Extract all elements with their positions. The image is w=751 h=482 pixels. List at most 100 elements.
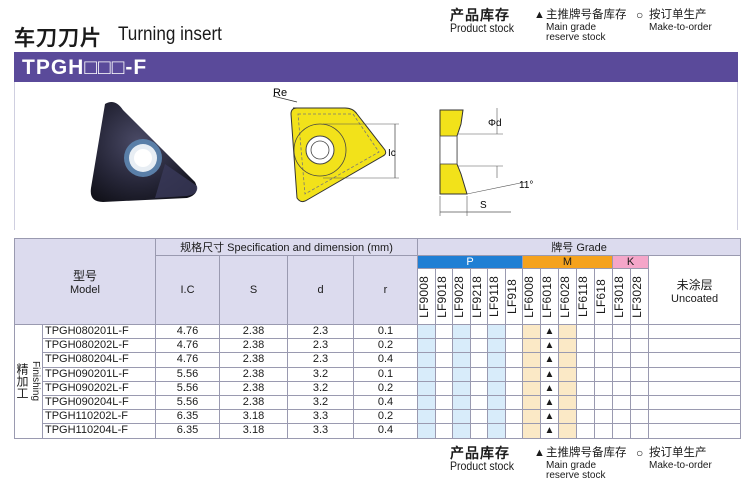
grade-cell: ▲ <box>540 323 559 340</box>
grade-cell <box>630 394 649 411</box>
grade-cell <box>558 352 577 368</box>
grade-header-cell: LF9218 <box>470 268 488 325</box>
grade-header-cell: LF9018 <box>435 268 453 325</box>
figures-area: Re Ic Φd 11° S <box>14 82 738 230</box>
grade-cell: ▲ <box>540 366 559 382</box>
grade-header-cell: LF9118 <box>487 268 506 325</box>
ic-value: 6.35 <box>155 423 220 439</box>
d-value: 3.2 <box>287 380 354 396</box>
grade-cell <box>504 423 523 439</box>
main-grade-cn: 主推牌号备库存 <box>546 9 627 21</box>
grade-cell <box>630 338 649 354</box>
spec-table: 型号 Model 规格尺寸 Specification and dimensio… <box>14 238 742 439</box>
grade-cell <box>417 423 436 439</box>
grade-header-cell: LF918 <box>505 268 523 325</box>
grade-cell <box>576 323 595 340</box>
grade-cell <box>434 380 453 396</box>
make-to-order-cn: 按订单生产 <box>649 9 707 21</box>
grade-cell <box>576 338 595 354</box>
grade-cell <box>469 409 488 425</box>
product-stock-en: Product stock <box>450 21 514 35</box>
grade-cell <box>434 394 453 411</box>
grade-cell <box>434 366 453 382</box>
uncoated-cell <box>647 423 742 439</box>
grade-cell <box>487 423 506 439</box>
grade-cell <box>576 409 595 425</box>
triangle-icon: ▲ <box>534 9 545 21</box>
d-value: 3.2 <box>287 394 354 411</box>
r-value: 0.2 <box>353 338 418 354</box>
s-value: 2.38 <box>219 352 288 368</box>
grade-header-cell: LF6028 <box>558 268 577 325</box>
grade-cell <box>594 394 613 411</box>
col-ic-header: I.C <box>155 255 220 325</box>
grade-cell <box>469 323 488 340</box>
s-value: 2.38 <box>219 380 288 396</box>
main-grade-en: Main grade <box>546 460 597 471</box>
uncoated-cell <box>647 409 742 425</box>
grade-cell <box>469 338 488 354</box>
d-value: 2.3 <box>287 323 354 340</box>
grade-header-cell: LF6008 <box>522 268 541 325</box>
grade-cell <box>487 394 506 411</box>
label-s: S <box>480 200 487 211</box>
finishing-cn: 精加工 <box>15 363 29 400</box>
grade-cell: ▲ <box>540 352 559 368</box>
insert-figures: Re Ic Φd 11° S <box>90 87 533 216</box>
s-value: 2.38 <box>219 366 288 382</box>
grade-cell <box>504 380 523 396</box>
uncoated-cell <box>647 323 742 340</box>
grade-cell <box>487 409 506 425</box>
col-r-header: r <box>353 255 418 325</box>
grade-cell <box>558 423 577 439</box>
model: TPGH080202L-F <box>42 338 156 354</box>
grade-cell <box>504 338 523 354</box>
grade-cell <box>504 323 523 340</box>
uncoated-cell <box>647 366 742 382</box>
ic-value: 4.76 <box>155 352 220 368</box>
model: TPGH090204L-F <box>42 394 156 411</box>
s-value: 3.18 <box>219 423 288 439</box>
r-value: 0.1 <box>353 366 418 382</box>
grade-cell: ▲ <box>540 423 559 439</box>
grade-name: LF3028 <box>630 275 644 318</box>
grade-cell <box>417 409 436 425</box>
grade-cell <box>504 366 523 382</box>
grade-cell <box>594 409 613 425</box>
label-ic: Ic <box>388 148 396 159</box>
grade-cell <box>522 423 541 439</box>
reserve-stock-en: reserve stock <box>546 470 606 481</box>
s-value: 2.38 <box>219 394 288 411</box>
grade-cell <box>417 394 436 411</box>
grade-cell <box>469 366 488 382</box>
grade-cell <box>417 366 436 382</box>
r-value: 0.4 <box>353 352 418 368</box>
grade-cell <box>612 323 631 340</box>
title-en: Turning insert <box>118 24 222 45</box>
grade-cell <box>452 380 471 396</box>
col-s-header: S <box>219 255 288 325</box>
finishing-en: Finishing <box>30 361 41 402</box>
grade-cell: ▲ <box>540 338 559 354</box>
grade-cell <box>630 352 649 368</box>
grade-cell <box>594 323 613 340</box>
r-value: 0.4 <box>353 423 418 439</box>
grade-cell <box>452 394 471 411</box>
grade-cell <box>612 409 631 425</box>
grade-cell <box>522 352 541 368</box>
banner-title: TPGH□□□-F <box>22 56 148 79</box>
group-m-header: M <box>522 255 613 269</box>
grade-cell <box>522 380 541 396</box>
grade-cell <box>558 380 577 396</box>
ic-value: 5.56 <box>155 394 220 411</box>
grade-cell <box>576 394 595 411</box>
grade-cell <box>612 352 631 368</box>
circle-icon: ○ <box>636 446 644 460</box>
grade-cell <box>612 338 631 354</box>
grade-cell <box>417 323 436 340</box>
grade-cell <box>434 323 453 340</box>
